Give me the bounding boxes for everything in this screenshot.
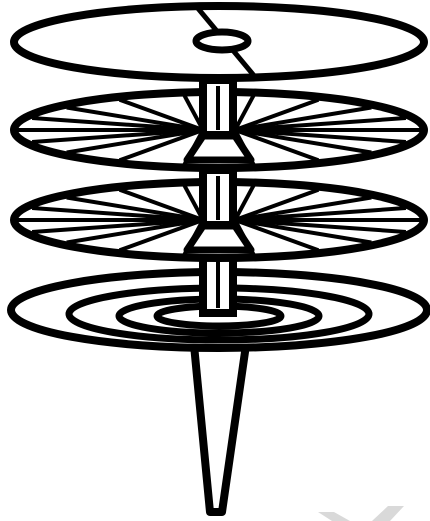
center-post-lower (203, 255, 233, 313)
center-post-upper (203, 80, 233, 135)
watermark-mark (318, 506, 404, 521)
center-post-middle (203, 170, 233, 225)
top-disc (14, 6, 424, 78)
hub-cone (187, 136, 251, 160)
stake-spike (194, 345, 246, 512)
hub-cone (187, 226, 251, 250)
